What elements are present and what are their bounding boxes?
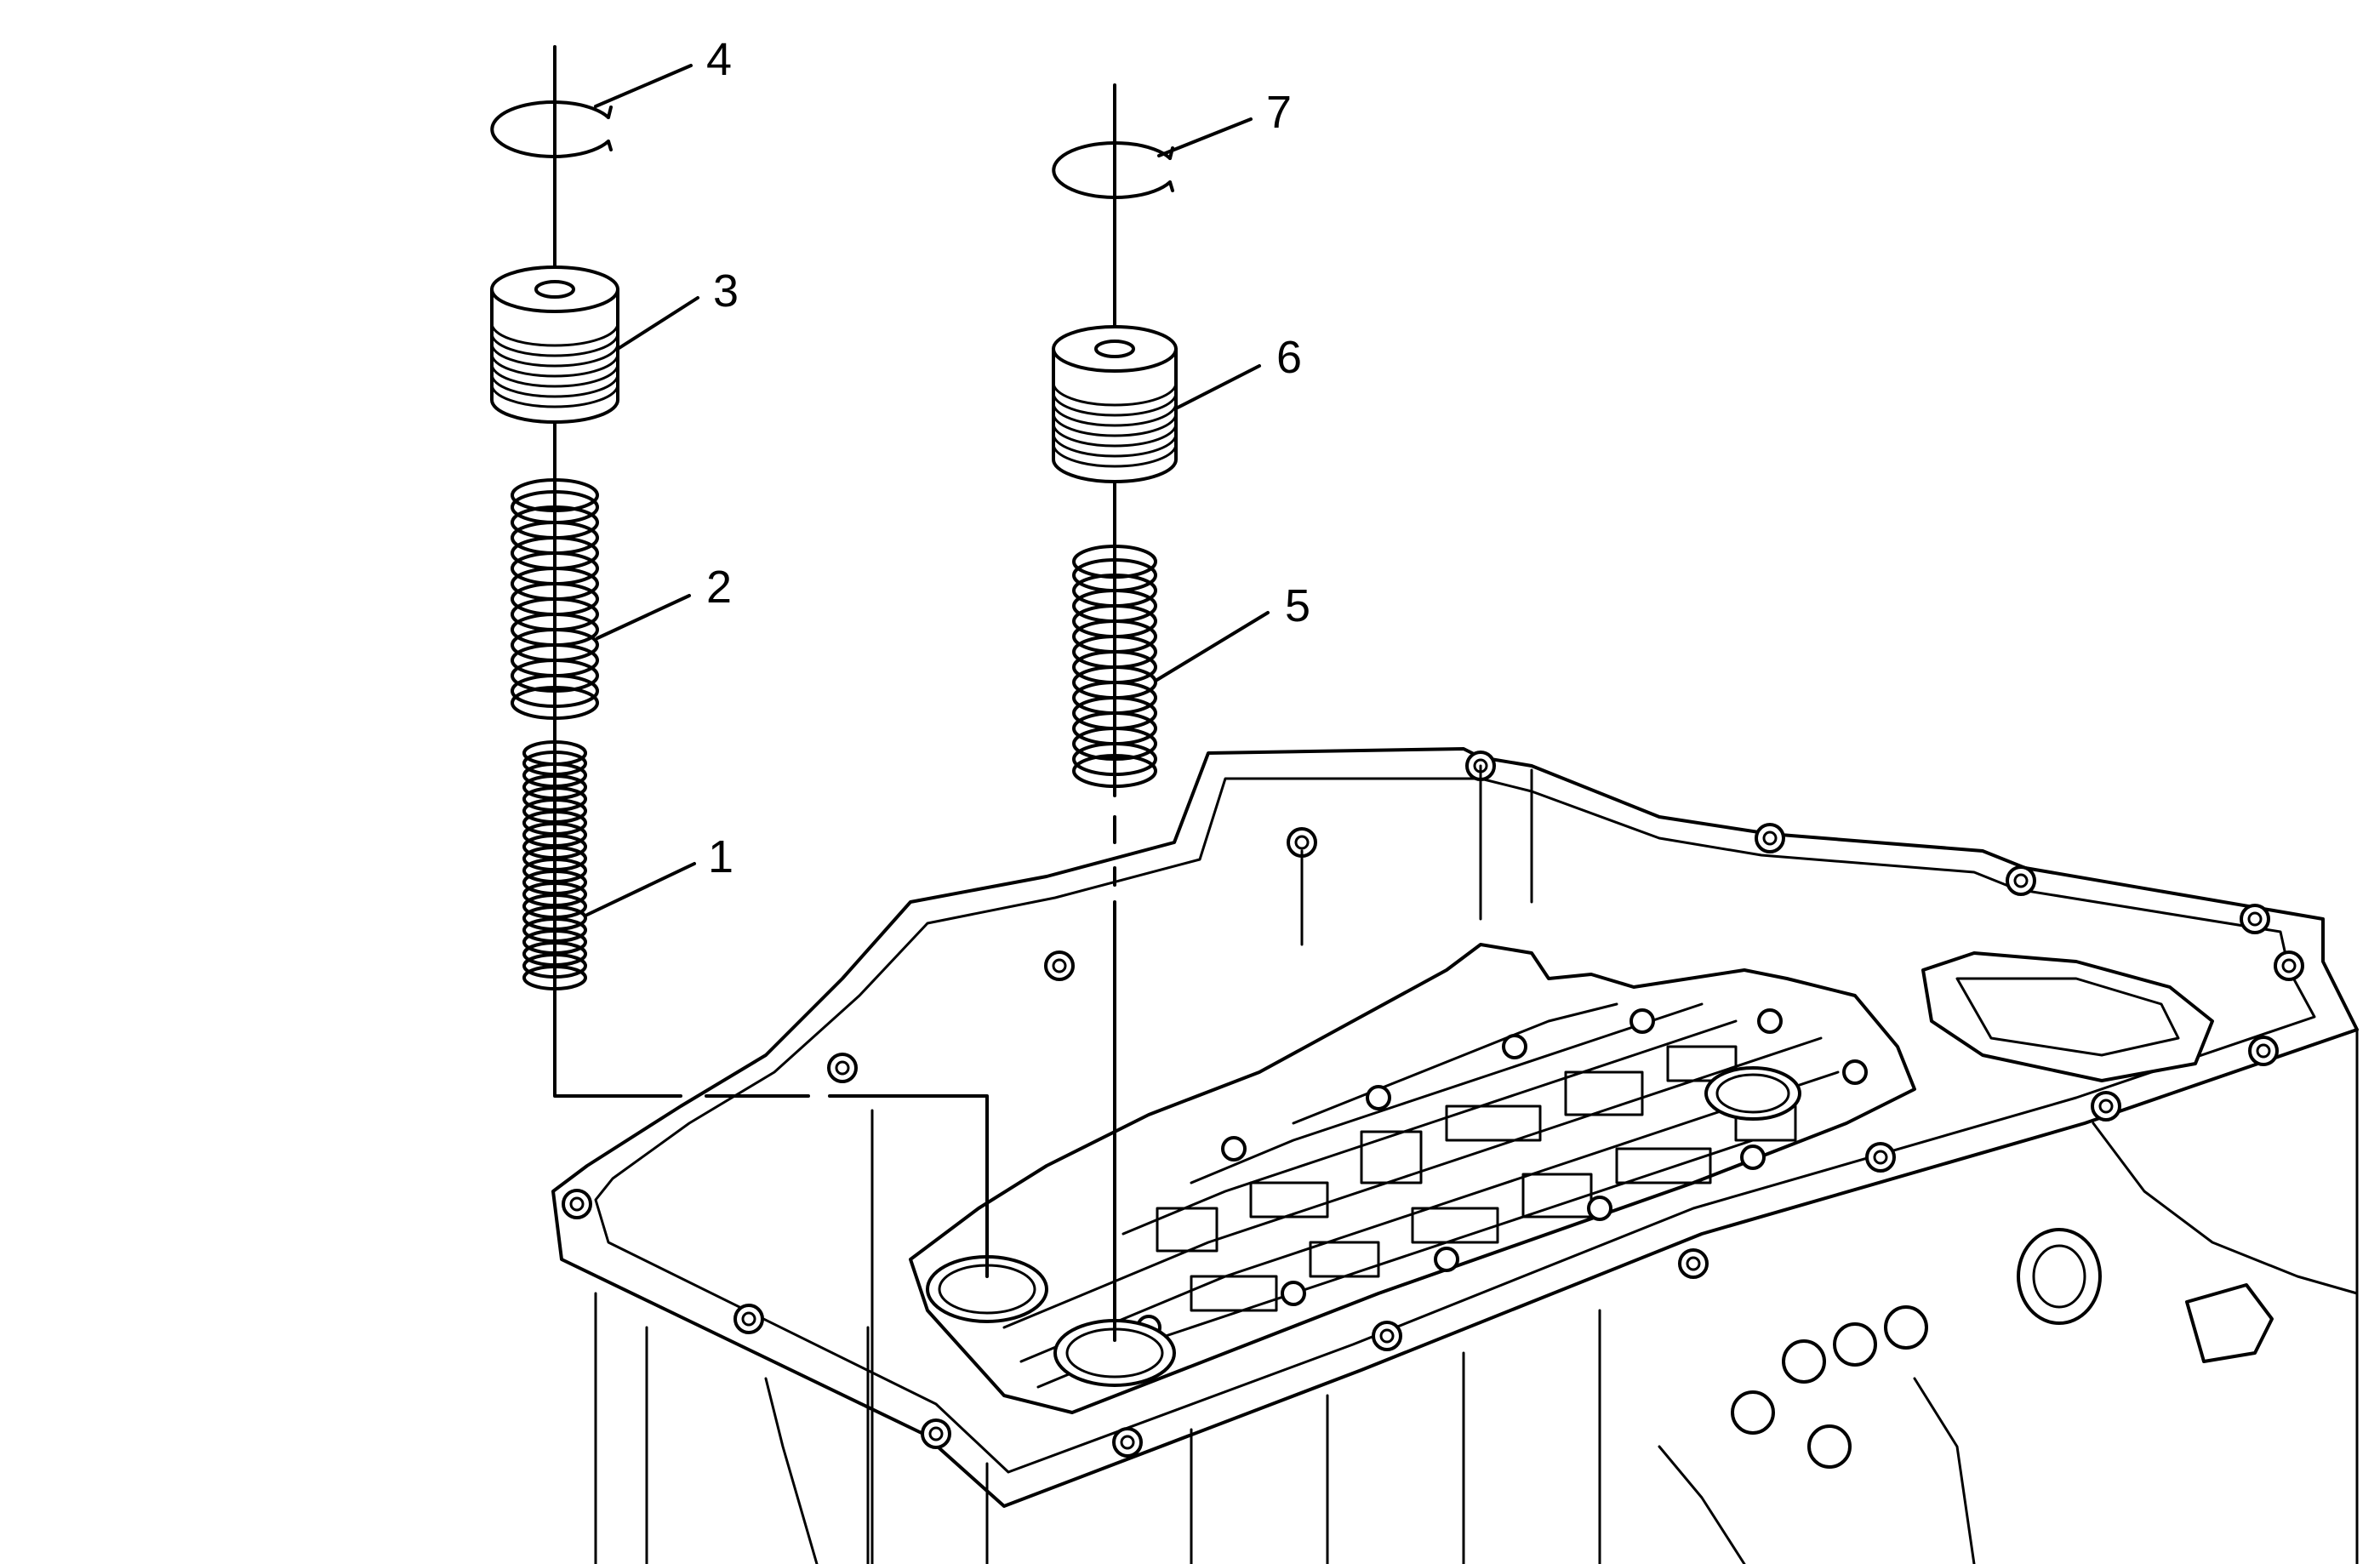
callout-3: 3 — [713, 265, 739, 317]
valve-body-passages — [1002, 1002, 1868, 1389]
flange-bolt-holes — [562, 751, 2304, 1458]
callout-2: 2 — [706, 562, 732, 613]
spring-1 — [522, 740, 587, 990]
retaining-ring-4 — [490, 100, 613, 158]
spring-5 — [1072, 545, 1157, 788]
install-path-left — [553, 1015, 682, 1098]
right-parts-stack — [1052, 83, 1178, 1342]
piston-6 — [1052, 325, 1178, 483]
case-right-housing — [1658, 951, 2359, 1564]
callout-4: 4 — [706, 34, 732, 85]
case-flange-inner — [594, 777, 2316, 1474]
callout-leaders — [585, 64, 1270, 916]
spring-2 — [511, 478, 599, 720]
callout-7: 7 — [1266, 87, 1292, 138]
callout-6: 6 — [1276, 332, 1302, 383]
valve-body-plate — [909, 943, 1916, 1414]
callout-1: 1 — [708, 831, 733, 882]
callouts: 1 2 3 4 5 6 7 — [706, 34, 1310, 882]
case-lower-walls — [594, 764, 1601, 1564]
left-parts-stack — [490, 45, 989, 1564]
transmission-case — [551, 747, 2359, 1564]
piston-3 — [490, 265, 619, 424]
callout-5: 5 — [1285, 580, 1310, 631]
